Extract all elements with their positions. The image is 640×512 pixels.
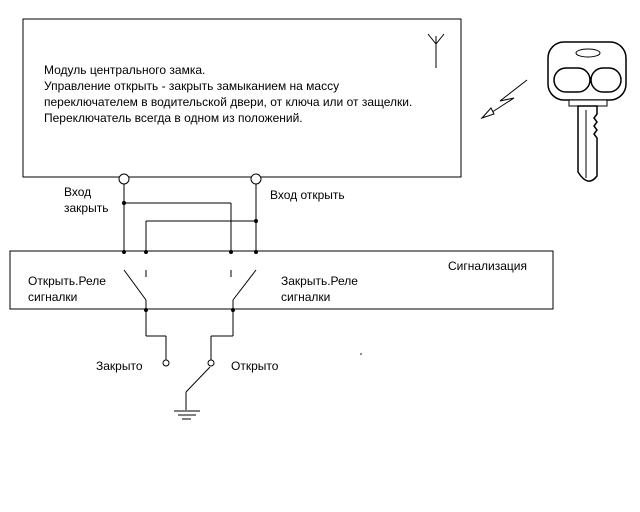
switch-open-label: Открыто [231,359,279,373]
input-open-label: Вход открыть [270,188,345,202]
ground-icon [174,410,200,420]
module-line-2: Управление открыть - закрыть замыканием … [44,79,339,93]
alarm-box [9,250,554,310]
antenna-icon [427,33,445,68]
open-relay-label-1: Открыть.Реле [28,274,106,288]
module-line-3: переключателем в водительской двери, от … [44,95,412,109]
module-line-4: Переключатель всегда в одном из положени… [44,111,303,125]
key-fob-icon [547,41,627,182]
close-relay-label-2: сигналки [281,290,330,304]
remote-signal-icon [480,79,528,120]
input-close-label-2: закрыть [64,201,108,215]
input-open-terminal [250,173,262,185]
module-box [22,18,462,178]
open-relay-label-2: сигналки [28,290,77,304]
input-close-label-1: Вход [64,185,91,199]
alarm-title: Сигнализация [448,259,527,273]
door-switch-arm [185,366,211,393]
close-relay-contacts [229,250,258,336]
module-line-1: Модуль центрального замка. [44,63,205,77]
switch-closed-label: Закрыто [96,359,143,373]
open-relay-contacts [122,250,148,336]
close-relay-label-1: Закрыть.Реле [281,274,358,288]
input-close-terminal [118,173,130,185]
switch-wiring [144,308,235,367]
